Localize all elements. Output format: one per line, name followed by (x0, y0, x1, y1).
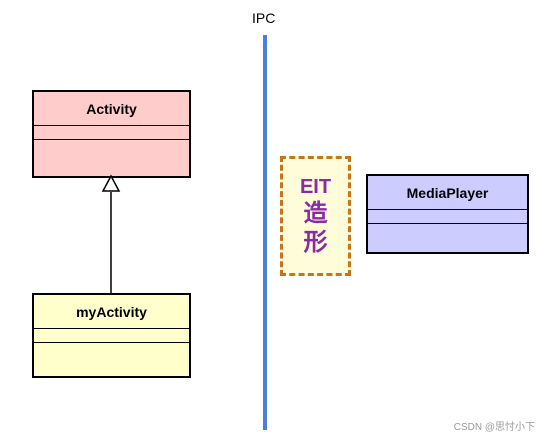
mediaplayer-class-box: MediaPlayer (366, 174, 529, 254)
myactivity-class-name: myActivity (34, 295, 189, 329)
watermark: CSDN @思忖小下 (453, 422, 535, 433)
mediaplayer-attributes-compartment (368, 210, 527, 224)
ipc-label: IPC (252, 10, 276, 26)
mediaplayer-class-name: MediaPlayer (368, 176, 527, 210)
eit-char-1: 造 (303, 199, 328, 228)
myactivity-attributes-compartment (34, 329, 189, 343)
eit-shaping-box: EIT 造 形 (280, 156, 351, 276)
activity-class-name: Activity (34, 92, 189, 126)
eit-title: EIT (299, 176, 332, 199)
activity-attributes-compartment (34, 126, 189, 140)
eit-char-2: 形 (303, 228, 328, 256)
activity-class-box: Activity (32, 90, 191, 178)
myactivity-class-box: myActivity (32, 293, 191, 378)
ipc-boundary-line (263, 35, 267, 430)
inheritance-arrowhead (101, 174, 121, 192)
